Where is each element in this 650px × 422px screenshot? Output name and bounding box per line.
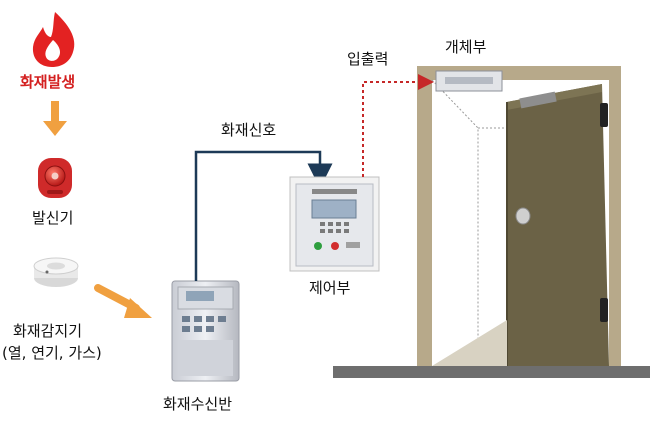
controller-panel bbox=[289, 176, 380, 272]
fire-occurrence-label: 화재발생 bbox=[20, 73, 76, 91]
fire-receiver-cabinet bbox=[171, 280, 240, 382]
io-label: 입출력 bbox=[347, 50, 389, 68]
detector-sub-label: (열, 연기, 가스) bbox=[2, 344, 102, 362]
fire-signal-line bbox=[194, 150, 333, 281]
door-assembly bbox=[417, 66, 621, 366]
detector-label: 화재감지기 bbox=[13, 322, 83, 340]
controller-label: 제어부 bbox=[309, 279, 351, 297]
transmitter-label: 발신기 bbox=[32, 209, 74, 227]
fire-receiver-label: 화재수신반 bbox=[163, 395, 233, 413]
lock-body-device bbox=[435, 70, 503, 92]
io-line bbox=[362, 74, 434, 177]
lock-body-label: 개체부 bbox=[445, 38, 487, 56]
fire-icon bbox=[32, 12, 75, 67]
down-arrow-icon bbox=[43, 101, 67, 136]
floor-line bbox=[333, 366, 650, 378]
fire-detector-icon bbox=[33, 257, 79, 287]
fire-signal-label: 화재신호 bbox=[221, 121, 277, 139]
transmitter-device-icon bbox=[38, 158, 72, 198]
diagonal-arrow-icon bbox=[94, 284, 152, 318]
